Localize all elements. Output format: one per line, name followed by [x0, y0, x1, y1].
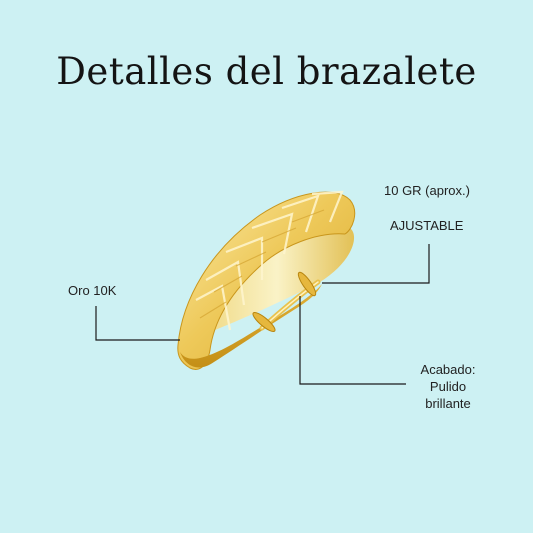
- bracelet-ring-lower: [252, 311, 276, 333]
- callout-line-finish: [299, 296, 406, 385]
- bracelet-outer-band: [177, 191, 356, 370]
- finish-label-line1: Acabado:: [420, 362, 476, 377]
- callout-line-adjustable: [322, 244, 430, 284]
- finish-label: Acabado: Pulido brillante: [408, 361, 488, 412]
- callout-line-gold: [95, 306, 180, 341]
- weight-label: 10 GR (aprox.): [384, 183, 470, 198]
- finish-label-line2: Pulido: [429, 379, 467, 394]
- finish-label-line3: brillante: [425, 396, 471, 411]
- adjustable-label: AJUSTABLE: [390, 218, 464, 233]
- gold-label: Oro 10K: [68, 283, 117, 298]
- bracelet-texture: [195, 190, 344, 331]
- bracelet-polished-edge: [180, 284, 322, 368]
- bracelet-ring-upper: [297, 271, 317, 297]
- bracelet-inner-band: [200, 228, 355, 330]
- callout-lines: [95, 244, 430, 385]
- page-title: Detalles del brazalete: [56, 50, 477, 93]
